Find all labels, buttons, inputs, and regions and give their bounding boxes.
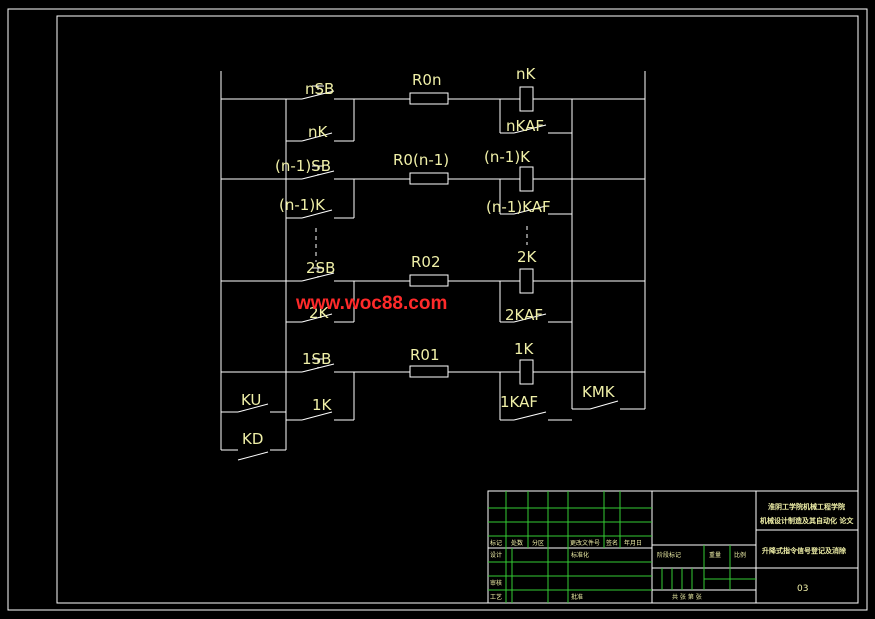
tb-project: 机械设计制造及其自动化 论文 (760, 516, 854, 525)
kmk-label: KMK (582, 383, 616, 401)
tb-weight: 重量 (709, 551, 721, 559)
rung-2: 2SB 2K R02 2K 2KAF (221, 248, 645, 324)
rung-n-1-sb-label: (n-1)SB (275, 157, 331, 175)
rung-2-coil-label: 2K (517, 248, 538, 266)
tb-school: 淮阴工学院机械工程学院 (768, 502, 845, 511)
tb-approve: 批准 (571, 593, 583, 601)
rung-2-kaf-label: 2KAF (505, 306, 543, 324)
tb-zone: 分区 (532, 539, 544, 547)
tb-standard: 标准化 (571, 551, 589, 559)
tb-sheets: 共 张 第 张 (672, 593, 702, 601)
rung-n-kaf-label: nKAF (506, 117, 544, 135)
rung-1-kaf-label: 1KAF (500, 393, 538, 411)
rung-1-k-label: 1K (312, 396, 333, 414)
rung-n: nSB nK R0n nK nKAF (221, 65, 645, 142)
tb-count: 处数 (511, 539, 523, 547)
tb-date: 年月日 (624, 539, 642, 547)
rung-n-sb-label: nSB (305, 80, 334, 98)
tb-design: 设计 (490, 551, 502, 559)
rung-n-1: (n-1)SB (n-1)K R0(n-1) (n-1)K (n-1)KAF (221, 148, 645, 219)
rung-n-coil-label: nK (516, 65, 537, 83)
rung-n-resistor-label: R0n (412, 71, 441, 89)
tb-stage: 阶段标记 (657, 551, 681, 559)
inner-frame (56, 15, 859, 604)
ku-label: KU (241, 391, 261, 409)
rung-n-1-coil-label: (n-1)K (484, 148, 531, 166)
kd-label: KD (242, 430, 263, 448)
rung-n-k-label: nK (308, 123, 329, 141)
rung-1-sb-label: 1SB (302, 350, 331, 368)
tb-process: 工艺 (490, 593, 502, 601)
tb-sign: 签名 (606, 539, 618, 547)
kmk-contact: KMK (572, 383, 645, 410)
ku-kd-branch: KU KD (221, 391, 286, 461)
title-block: 标记 处数 分区 更改文件号 签名 年月日 设计 标准化 审核 工艺 批准 阶段… (487, 490, 859, 604)
tb-change-doc: 更改文件号 (570, 539, 600, 547)
rung-n-1-k-label: (n-1)K (279, 196, 326, 214)
rung-2-resistor-label: R02 (411, 253, 441, 271)
rung-n-1-resistor-label: R0(n-1) (393, 151, 449, 169)
rung-2-sb-label: 2SB (306, 259, 335, 277)
tb-drawing-no: 03 (797, 584, 808, 594)
rung-n-1-kaf-label: (n-1)KAF (486, 198, 551, 216)
watermark-text: www.woc88.com (295, 293, 447, 314)
tb-review: 审核 (490, 579, 502, 587)
rung-1-resistor-label: R01 (410, 346, 440, 364)
outer-frame (7, 8, 868, 611)
rung-1-coil-label: 1K (514, 340, 535, 358)
rung-2-k-label: 2K (309, 304, 330, 322)
tb-mark: 标记 (490, 539, 502, 547)
rung-1: 1SB 1K R01 1K 1KAF (221, 340, 645, 421)
tb-scale: 比例 (734, 551, 746, 559)
tb-drawing-title: 升降式指令信号登记及消除 (762, 546, 847, 555)
